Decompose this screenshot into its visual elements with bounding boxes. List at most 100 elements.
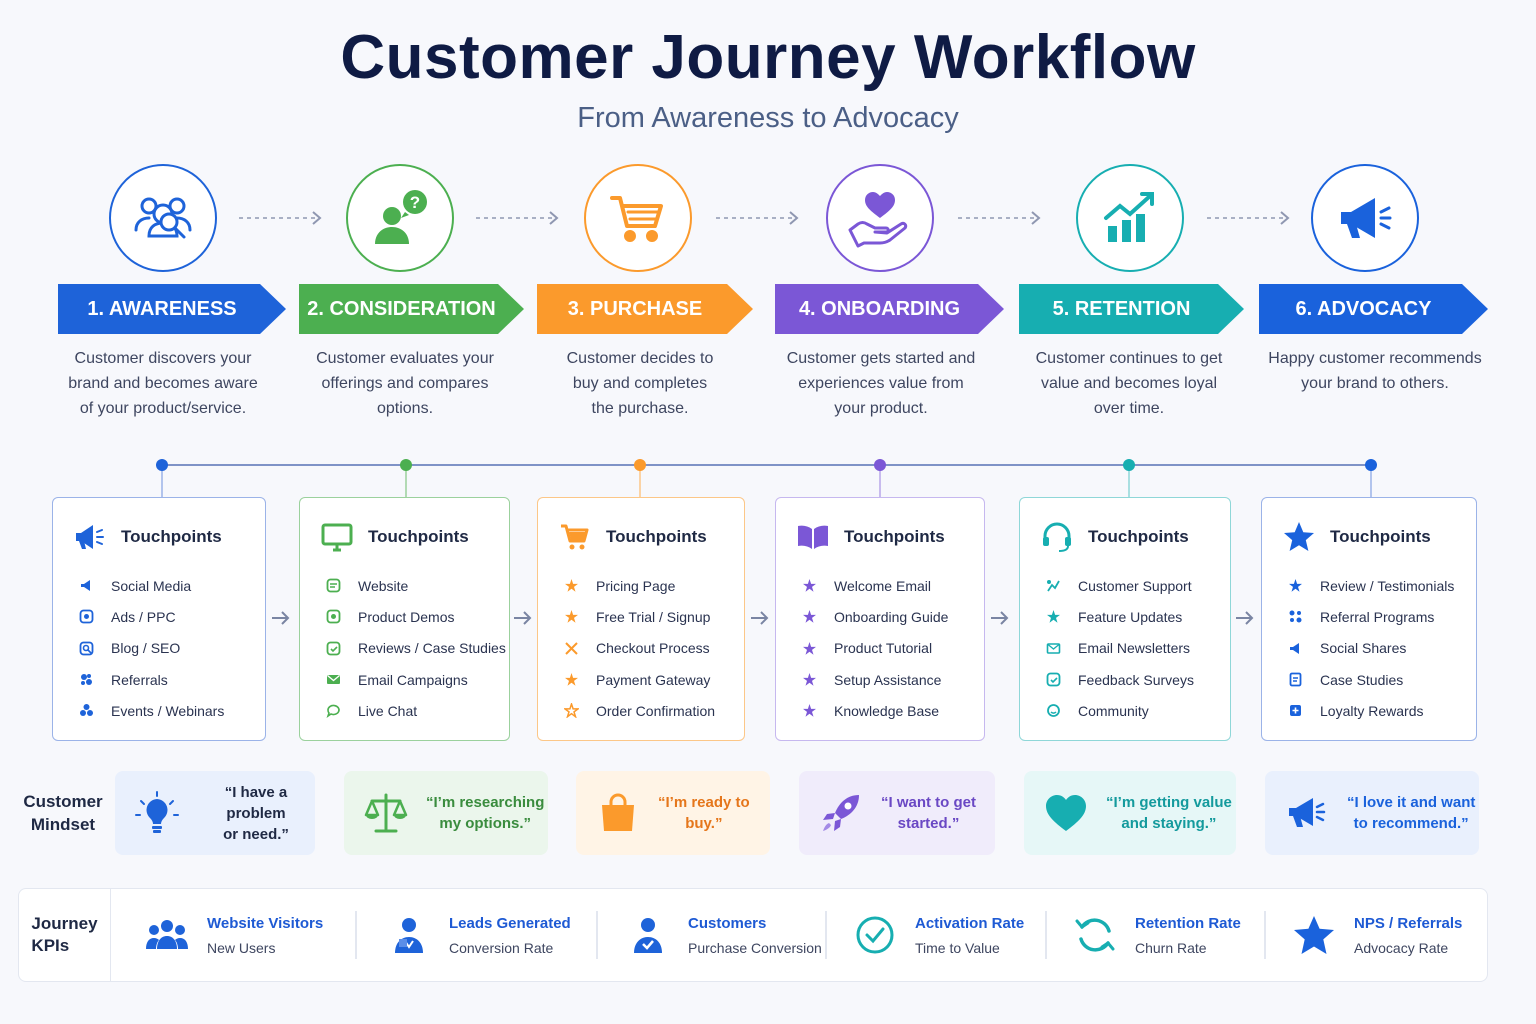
list-item: Social Shares xyxy=(1288,633,1454,664)
touchpoints-card-retention: Touchpoints Customer Support Feature Upd… xyxy=(1019,497,1231,741)
list-item: Live Chat xyxy=(326,695,506,726)
timeline-dot-awareness xyxy=(156,459,168,471)
touchpoints-card-awareness: Touchpoints Social Media Ads / PPC Blog … xyxy=(52,497,266,741)
list-item: Events / Webinars xyxy=(79,695,224,726)
list-item: Loyalty Rewards xyxy=(1288,695,1454,726)
sparkle-icon xyxy=(565,610,578,624)
stage-4-circle xyxy=(826,164,934,272)
svg-text:?: ? xyxy=(410,193,420,212)
touchpoints-header: Touchpoints xyxy=(73,520,222,554)
card-arrow-5 xyxy=(1236,611,1254,625)
touchpoints-card-purchase: Touchpoints Pricing Page Free Trial / Si… xyxy=(537,497,745,741)
kpi-separator xyxy=(1045,911,1047,959)
stage-banner-retention: 5. RETENTION xyxy=(1019,284,1244,334)
email-icon xyxy=(327,675,340,685)
kpi-separator xyxy=(596,911,598,959)
stage-5-circle xyxy=(1076,164,1184,272)
touchpoints-header: Touchpoints xyxy=(1282,520,1431,554)
referral-icon xyxy=(1289,610,1302,623)
book-icon xyxy=(798,525,828,549)
scales-icon xyxy=(364,793,408,833)
stage-1-circle xyxy=(109,164,217,272)
list-item: Case Studies xyxy=(1288,664,1454,695)
chat-icon xyxy=(326,705,340,719)
list-item: Knowledge Base xyxy=(802,695,948,726)
person-question-icon: ? xyxy=(375,190,427,244)
touchpoints-card-consideration: Touchpoints Website Product Demos Review… xyxy=(299,497,510,741)
lightbulb-icon xyxy=(135,791,179,833)
stage-6-circle xyxy=(1311,164,1419,272)
sparkle-icon xyxy=(565,642,578,655)
touchpoints-card-onboarding: Touchpoints Welcome Email Onboarding Gui… xyxy=(775,497,985,741)
card-arrow-4 xyxy=(991,611,1009,625)
reward-icon xyxy=(1290,705,1301,717)
list-item: Ads / PPC xyxy=(79,601,224,632)
referral-icon xyxy=(81,674,92,686)
megaphone-icon xyxy=(1289,798,1326,827)
timeline-dot-retention xyxy=(1123,459,1135,471)
shopping-cart-icon xyxy=(610,196,663,242)
megaphone-icon xyxy=(76,525,104,549)
users-group-icon xyxy=(146,920,188,949)
list-item: Review / Testimonials xyxy=(1288,570,1454,601)
list-item: Order Confirmation xyxy=(564,695,715,726)
growth-chart-icon xyxy=(1104,192,1154,242)
flow-arrow-1 xyxy=(239,211,322,225)
demo-icon xyxy=(326,610,341,624)
list-item: Community xyxy=(1046,695,1194,726)
touchpoints-header: Touchpoints xyxy=(796,520,945,554)
stage-banner-awareness: 1. AWARENESS xyxy=(58,284,286,334)
flow-arrow-4 xyxy=(958,211,1041,225)
list-item: Setup Assistance xyxy=(802,664,948,695)
review-icon xyxy=(326,641,341,656)
people-search-icon xyxy=(134,197,192,239)
timeline-connector xyxy=(156,459,1377,497)
stage-banner-consideration: 2. CONSIDERATION xyxy=(299,284,524,334)
website-icon xyxy=(326,578,341,593)
rocket-icon xyxy=(823,795,859,831)
shopping-cart-icon xyxy=(561,524,589,550)
headset-icon xyxy=(1043,522,1071,552)
check-circle-icon xyxy=(856,916,894,954)
list-item: Payment Gateway xyxy=(564,664,715,695)
stage-2-circle: ? xyxy=(346,164,454,272)
list-item: Feature Updates xyxy=(1046,601,1194,632)
support-icon xyxy=(1047,580,1060,592)
list-item: Pricing Page xyxy=(564,570,715,601)
list-item: Social Media xyxy=(79,570,224,601)
flow-arrow-3 xyxy=(716,211,799,225)
kpi-separator xyxy=(825,911,827,959)
stage-banner-advocacy: 6. ADVOCACY xyxy=(1259,284,1488,334)
page-subtitle: From Awareness to Advocacy xyxy=(577,102,959,134)
kpi-separator xyxy=(1264,911,1266,959)
card-arrow-3 xyxy=(751,611,769,625)
star-icon xyxy=(803,704,816,718)
monitor-icon xyxy=(321,523,353,552)
list-item: Checkout Process xyxy=(564,633,715,664)
refresh-icon xyxy=(1075,918,1115,952)
community-icon xyxy=(1047,704,1060,718)
flow-arrow-2 xyxy=(476,211,559,225)
list-item: Product Demos xyxy=(326,601,506,632)
email-icon xyxy=(1046,642,1061,654)
list-item: Email Campaigns xyxy=(326,664,506,695)
stage-3-circle xyxy=(584,164,692,272)
list-item: Blog / SEO xyxy=(79,633,224,664)
stage-banner-onboarding: 4. ONBOARDING xyxy=(775,284,1004,334)
list-item: Feedback Surveys xyxy=(1046,664,1194,695)
ad-icon xyxy=(79,610,94,624)
